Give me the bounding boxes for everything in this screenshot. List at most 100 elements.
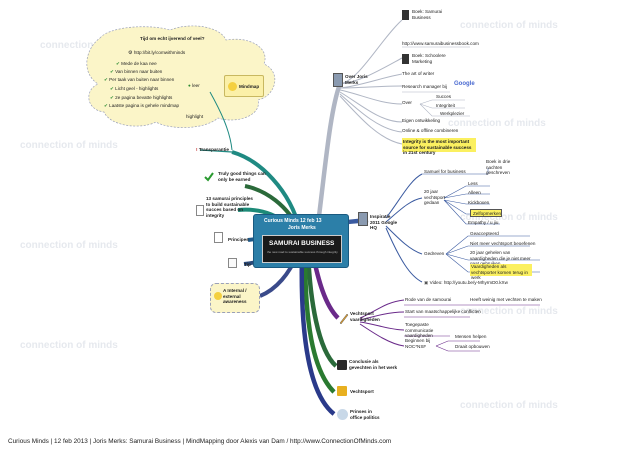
cloud-item: ✔ Mede de kaa nee xyxy=(116,61,157,66)
over: Over xyxy=(402,100,412,105)
film-icon xyxy=(337,360,347,370)
author: The art of writer xyxy=(402,71,435,76)
highlight-box: Vaardigheden als vechtsporter komen teru… xyxy=(470,264,532,280)
watermark: connection of minds xyxy=(40,40,138,51)
cloud-question: Tijd om echt ijverend of veel? xyxy=(140,36,205,41)
note-icon xyxy=(214,232,223,243)
cloud-item: ✔ 2e pagina bevatte highlights xyxy=(110,95,173,100)
branch-conclusie xyxy=(305,251,338,368)
check-icon: ✔ xyxy=(104,103,110,108)
cloud-link[interactable]: ⚙ http://bit.ly/comwithminds xyxy=(128,50,186,56)
lightbulb-icon xyxy=(214,292,222,300)
cloud-highlight: highlight xyxy=(186,114,204,119)
note-cloud xyxy=(86,25,276,128)
book-cover-image: SAMURAI BUSINESS the new road to sustain… xyxy=(262,235,342,263)
check-icon: ✔ xyxy=(110,95,116,100)
draait-opbouwen: Draait opbouwen xyxy=(455,344,490,349)
video-icon: ▣ xyxy=(424,280,430,285)
central-topic[interactable]: Curious Minds 12 feb 13 Joris Merks SAMU… xyxy=(253,214,349,268)
video-link[interactable]: ▣ Video: http://youtu.be/y-MhyrmD0.kXw xyxy=(424,280,508,285)
gedreven-item: Niet meer vechtsport beoefenen xyxy=(470,241,536,246)
internal-cloud[interactable]: A Internal / external awareness xyxy=(210,283,260,313)
watermark: connection of minds xyxy=(460,212,558,223)
watermark: connection of minds xyxy=(460,306,558,317)
vaardig-row: Toegepaste communicatie vaardigheden xyxy=(405,322,434,339)
eigen: Eigen ontwikkeling xyxy=(402,118,441,123)
central-title: Curious Minds 12 feb 13 xyxy=(264,218,322,224)
samuel: Samuel for business xyxy=(424,169,466,174)
check-icon: ✔ xyxy=(104,77,110,82)
gedreven-item: 20 jaar gehelen van vaardigheden die je … xyxy=(470,250,531,266)
branch-vechtsport xyxy=(302,251,336,394)
node-inspiratie[interactable]: Inspiratie 2011 Google HQ xyxy=(370,214,398,231)
bullet-icon: ● xyxy=(188,83,193,88)
watermark: connection of minds xyxy=(20,240,118,251)
highlight-box: Zelfopmerken xyxy=(470,209,502,217)
watermark: connection of minds xyxy=(20,340,118,351)
node-13-principles[interactable]: 13 samurai principles to build sustainab… xyxy=(206,196,253,218)
node-principes[interactable]: Principes xyxy=(228,237,249,242)
watermark: connection of minds xyxy=(460,20,558,31)
cloud-item: ✔ Laatste pagina is gehele mindmap xyxy=(104,103,180,108)
succes: Succes xyxy=(436,94,452,99)
check-icon: ✔ xyxy=(116,61,122,66)
node-vechtsport[interactable]: Vechtsport xyxy=(350,389,374,394)
node-over-joris[interactable]: Over Joris Merks xyxy=(345,74,368,85)
cloud-leer: ● leer xyxy=(188,83,200,88)
central-subtitle: Joris Merks xyxy=(288,225,316,231)
werkplezier: Werkplezier xyxy=(440,111,465,116)
warning-icon xyxy=(337,386,347,396)
research: Research manager bij xyxy=(402,84,447,89)
integriteit: Integriteit xyxy=(436,103,455,108)
node-vechtsport-vaardig[interactable]: Vechtsport vaardigheden xyxy=(350,311,380,322)
vaardig-row: Beginnen bij NOC*NSF xyxy=(405,338,431,349)
cloud-item: ✔ Per taak van buiten naar binnen xyxy=(104,77,175,82)
highlight-box: Integrity is the most important source f… xyxy=(402,138,476,155)
warning-icon: ! xyxy=(196,147,199,152)
pencil-icon xyxy=(338,312,349,325)
years: 20 jaar vechtsport gedaan xyxy=(424,189,446,206)
check-icon: ✔ xyxy=(110,86,116,91)
book-icon xyxy=(402,10,409,20)
screen-icon xyxy=(228,258,237,268)
cloud-item: ✔ Licht geel - highlights xyxy=(110,86,159,91)
avatar xyxy=(358,212,368,226)
watermark: connection of minds xyxy=(448,118,546,129)
people-icon xyxy=(337,409,348,420)
book-icon xyxy=(402,54,409,64)
node-tip[interactable]: Tip xyxy=(244,262,251,267)
gedreven: Gedreven xyxy=(424,251,445,256)
inspiratie-item: Alleen xyxy=(468,190,481,195)
boek-drie-nachten: Boek in drie nachten geschreven xyxy=(486,159,511,176)
node-truly-good[interactable]: Truly good things can only be earned xyxy=(218,171,266,182)
avatar xyxy=(333,73,343,87)
heeft-weinig: Heeft weinig met vechten te maken xyxy=(470,297,542,302)
mensen-helpen: Mensen helpen xyxy=(455,334,487,339)
branch-prinses xyxy=(299,251,336,416)
boek-samurai: Boek: Samurai Business xyxy=(412,9,443,20)
url-link[interactable]: http://www.samuraibusinessbook.com xyxy=(402,41,479,46)
node-conclusie[interactable]: Conclusie als gevechten in het werk xyxy=(349,359,397,370)
mindmap-node[interactable]: Mindmap xyxy=(224,75,264,97)
gear-icon: ⚙ xyxy=(128,50,134,56)
node-prinses[interactable]: Prinses in office politics xyxy=(350,409,380,420)
check-icon xyxy=(204,169,214,182)
branch-over-joris xyxy=(315,83,343,225)
google-logo: Google xyxy=(454,81,475,87)
document-icon xyxy=(196,205,204,216)
lightbulb-icon xyxy=(228,82,237,91)
inspiratie-item: Empathy / u jiu xyxy=(468,220,499,225)
gedreven-item: Geaccepteerd xyxy=(470,231,499,236)
check-icon: ✔ xyxy=(110,69,116,74)
vaardig-row: Rode van de samourai xyxy=(405,297,452,302)
node-transparantie[interactable]: ! Transparantie xyxy=(196,147,229,152)
cloud-item: ✔ Van binnen naar buiten xyxy=(110,69,163,74)
online: Online & offline combineren xyxy=(402,128,459,133)
boek-schone: Boek: Schoolere Marketing xyxy=(412,53,446,64)
footer: Curious Minds | 12 feb 2013 | Joris Merk… xyxy=(8,438,392,445)
vaardig-row: Start van maatschappelijke conflicten xyxy=(405,309,481,314)
inspiratie-item: Less xyxy=(468,181,478,186)
watermark: connection of minds xyxy=(460,400,558,411)
